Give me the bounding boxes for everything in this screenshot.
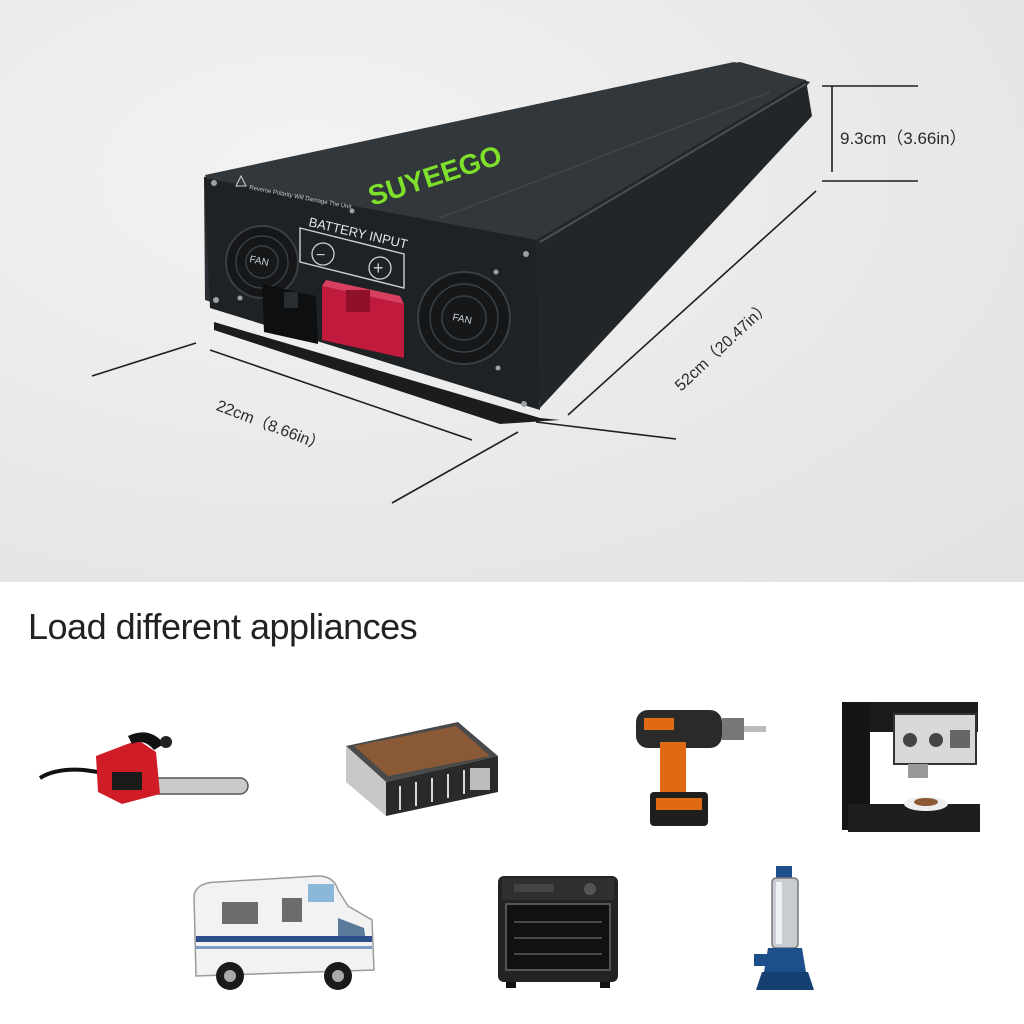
motorhome-icon — [188, 872, 378, 1000]
inverter-illustration: SUYEEGO Reverse Polarity Will Damage The… — [91, 62, 918, 504]
section-title: Load different appliances — [28, 606, 418, 647]
negative-terminal-icon — [262, 284, 318, 344]
inverter-body — [204, 62, 812, 424]
plus-symbol: + — [373, 258, 384, 278]
fan-left-icon — [225, 225, 299, 299]
product-hero: SUYEEGO Reverse Polarity Will Damage The… — [0, 0, 1024, 582]
dimension-lines — [91, 85, 918, 504]
water-pump-icon — [752, 862, 822, 994]
fan-right-icon — [417, 271, 511, 365]
dimension-height-label: 9.3cm（3.66in） — [840, 129, 967, 148]
chainsaw-icon — [36, 722, 252, 812]
drill-icon — [630, 694, 770, 830]
fan-right-label: FAN — [451, 312, 472, 327]
warning-icon — [235, 174, 247, 187]
screws — [211, 180, 529, 407]
grill-icon — [338, 716, 504, 826]
fan-left-label: FAN — [248, 254, 269, 269]
oven-icon — [494, 872, 622, 992]
positive-terminal-icon — [322, 280, 404, 358]
coffee-machine-icon — [838, 700, 984, 836]
minus-symbol: − — [316, 247, 325, 264]
